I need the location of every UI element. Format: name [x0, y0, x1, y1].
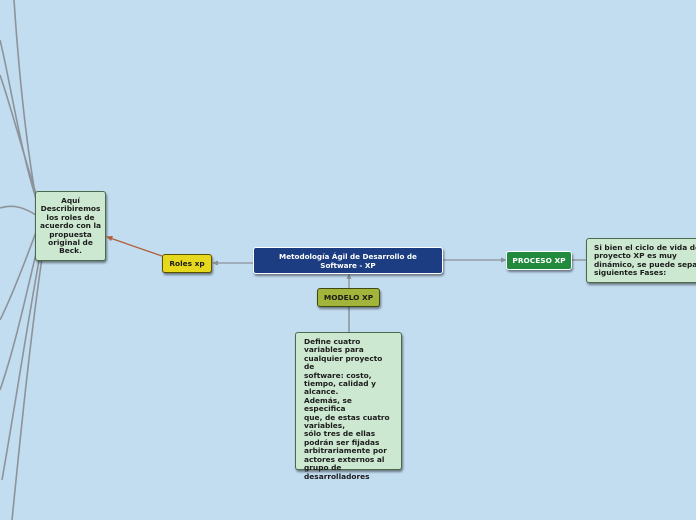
link-roles-note	[109, 237, 163, 257]
proceso-description-note[interactable]: Si bien el ciclo de vida de un proyecto …	[586, 238, 696, 283]
offscreen-branches	[0, 0, 43, 520]
topic-modelo-xp[interactable]: MODELO XP	[317, 288, 380, 307]
arrow-head-roles-note	[106, 236, 113, 241]
arrow-head-roles	[212, 260, 218, 266]
proceso-note-line: Si bien el ciclo de vida de un	[594, 243, 696, 252]
central-topic[interactable]: Metodología Ágil de Desarrollo de Softwa…	[253, 247, 443, 274]
topic-proceso-xp[interactable]: PROCESO XP	[506, 251, 572, 270]
roles-description-note[interactable]: Aquí Describiremos los roles de acuerdo …	[35, 191, 106, 261]
modelo-description-note[interactable]: Define cuatro variables para cualquier p…	[295, 332, 402, 480]
proceso-note-line: siguientes Fases:	[594, 268, 667, 278]
topic-roles-xp[interactable]: Roles xp	[162, 254, 212, 273]
proceso-note-line: proyecto XP es muy	[594, 251, 677, 261]
arrow-head-proceso	[501, 257, 507, 263]
arrow-head-modelo	[346, 274, 352, 279]
proceso-note-line: dinámico, se puede separar en	[594, 259, 696, 269]
